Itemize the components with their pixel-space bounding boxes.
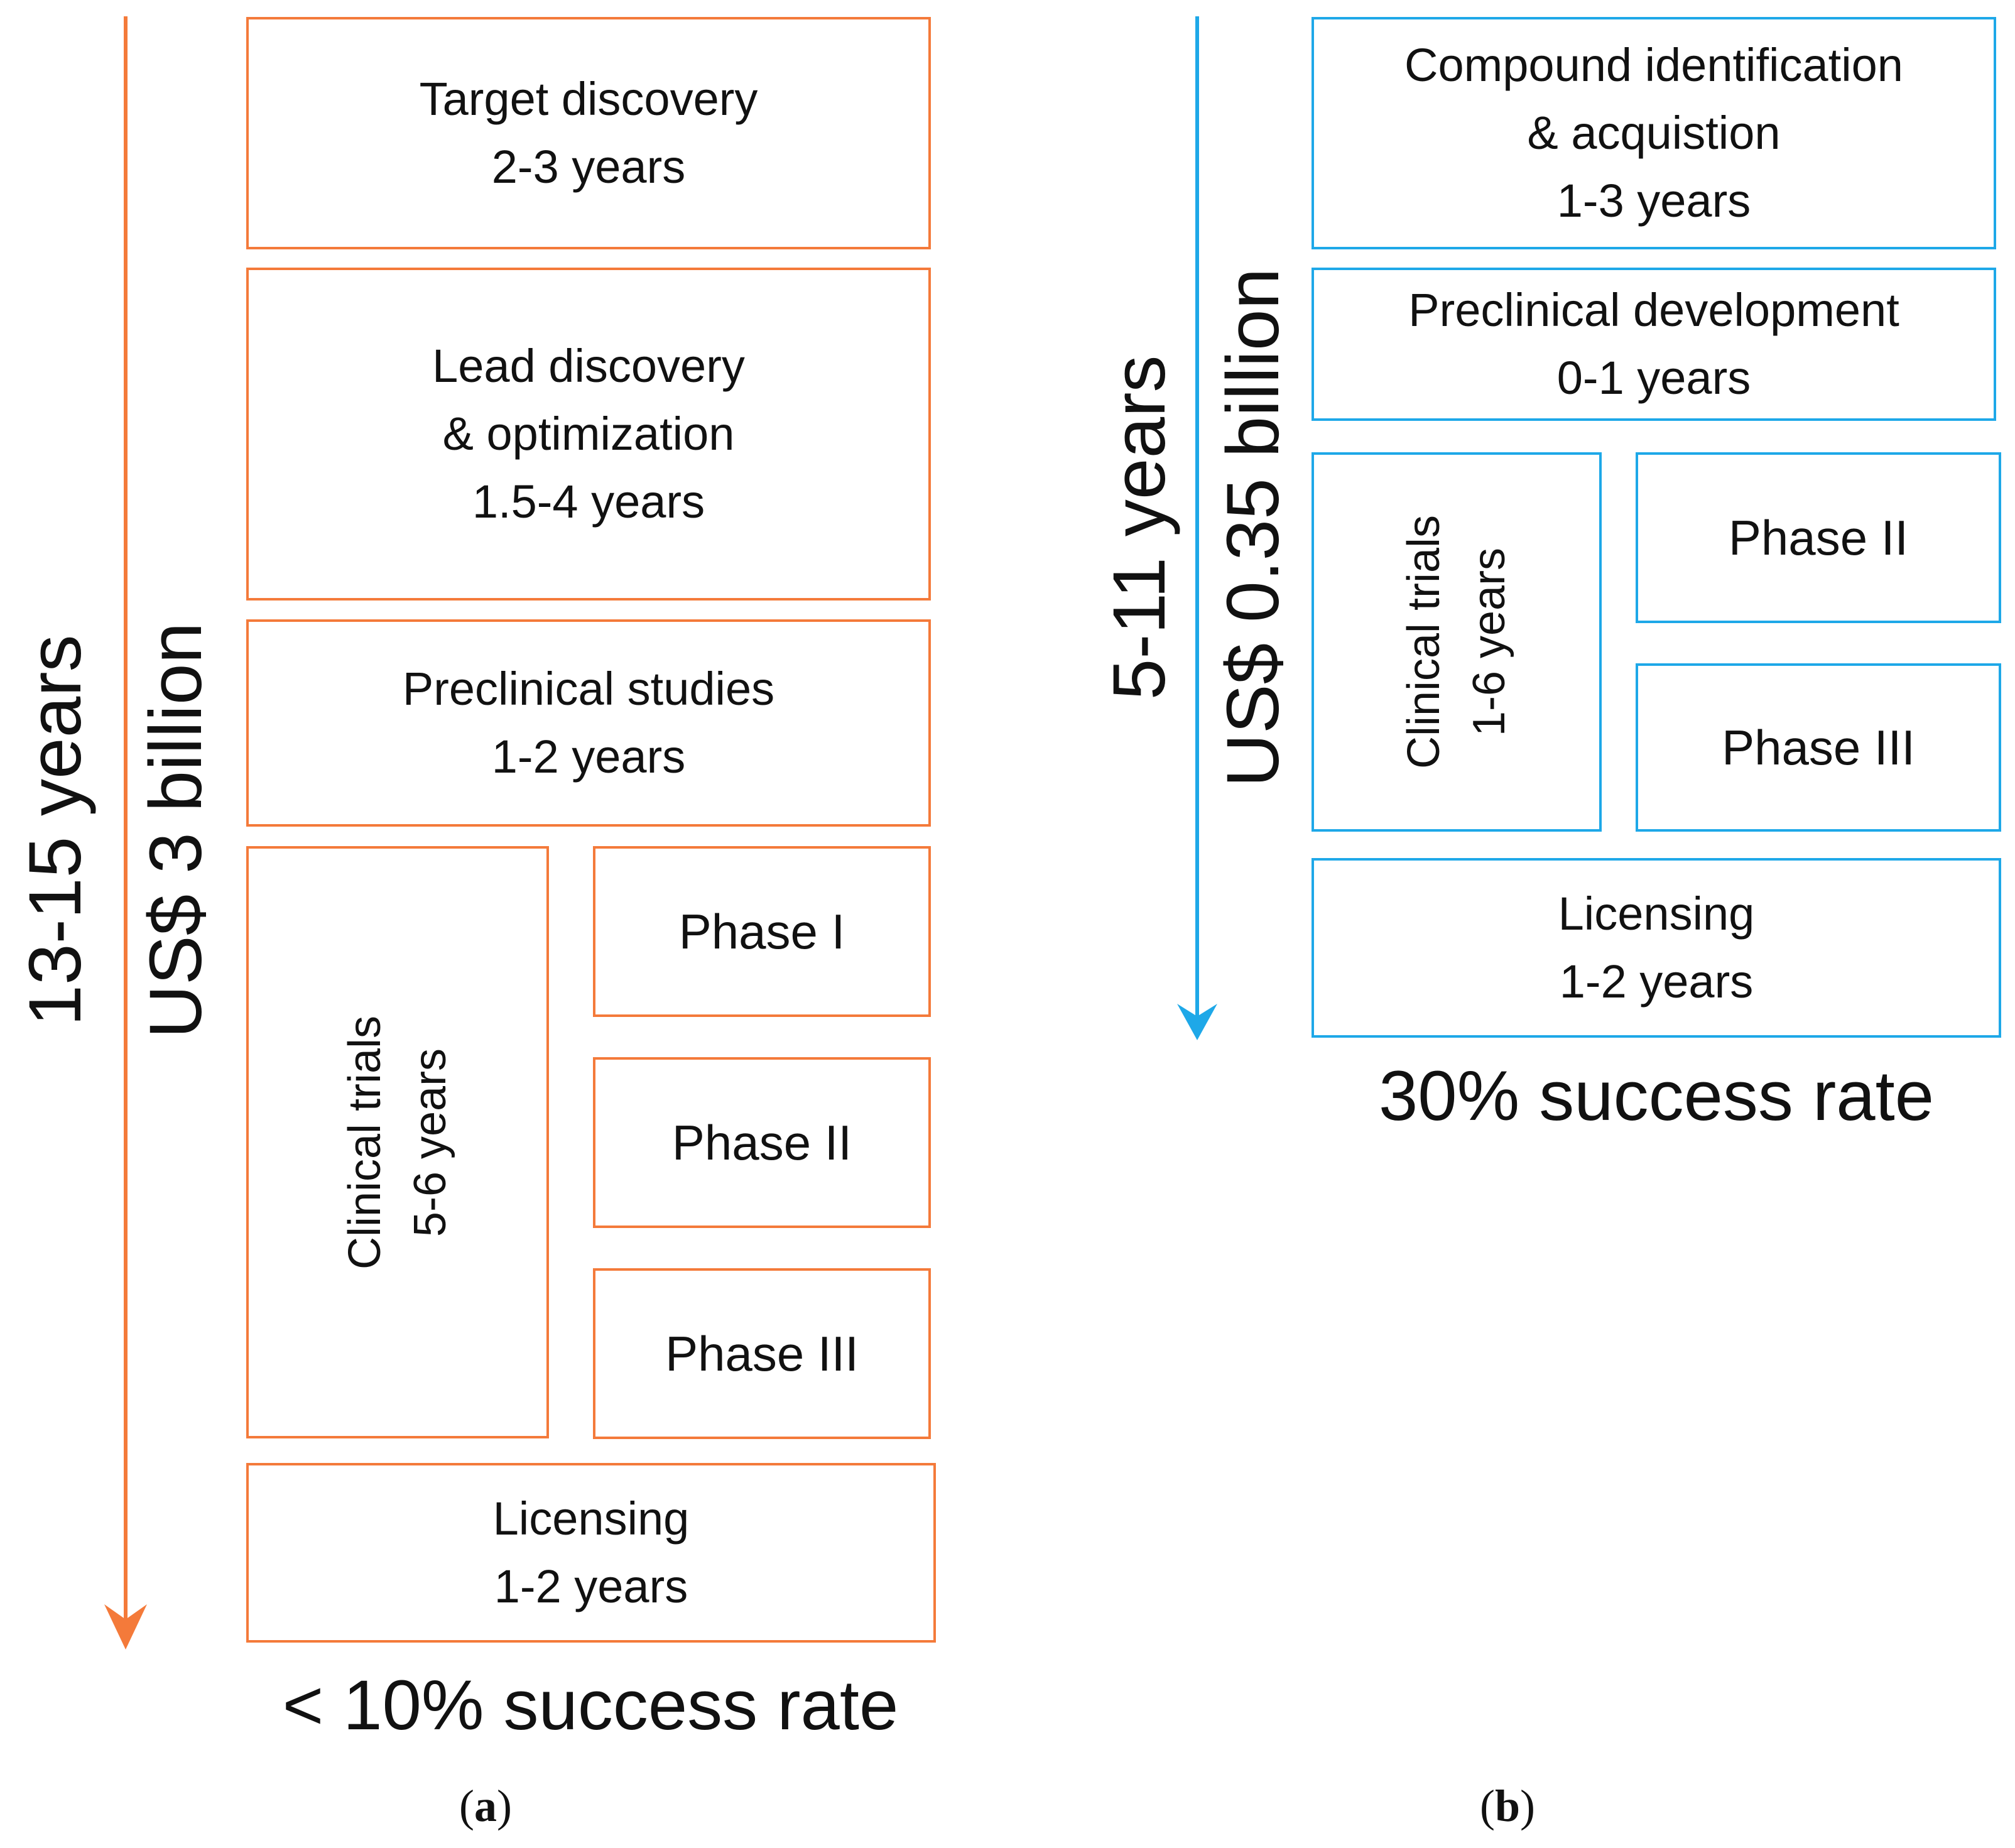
timeline-arrow-b xyxy=(1177,16,1217,1040)
phase-label: Phase II xyxy=(1728,509,1909,565)
step-title: Preclinical development xyxy=(1408,284,1899,336)
total-cost-a: US$ 3 billion xyxy=(134,622,217,1039)
phase-label: Phase III xyxy=(1722,719,1915,775)
step-title: Compound identification xyxy=(1404,39,1903,91)
step-duration: 5-6 years xyxy=(405,1048,455,1237)
phase-label: Phase I xyxy=(678,903,845,959)
step-duration: 1-2 years xyxy=(494,1560,688,1612)
step-duration: 1.5-4 years xyxy=(472,476,705,528)
step-title: Lead discovery xyxy=(432,340,745,392)
panel-label-b: (b) xyxy=(1480,1780,1535,1832)
total-cost-b: US$ 0.35 billion xyxy=(1212,268,1295,788)
paren-close: ) xyxy=(497,1781,512,1831)
phase-3-box-b: Phase III xyxy=(1636,663,2001,832)
phase-2-box-b: Phase II xyxy=(1636,452,2001,623)
phase-label: Phase II xyxy=(671,1114,852,1170)
step-duration: 0-1 years xyxy=(1556,352,1751,404)
paren-open: ( xyxy=(459,1781,474,1831)
target-discovery-box: Target discovery 2-3 years xyxy=(246,17,931,249)
success-rate-b: 30% success rate xyxy=(1379,1057,1934,1135)
step-title-line2: & optimization xyxy=(442,408,735,460)
preclinical-development-box: Preclinical development 0-1 years xyxy=(1312,268,1996,421)
step-title: Clinical trials xyxy=(340,1015,390,1269)
clinical-trials-rotated-text: Clinical trials 5-6 years xyxy=(332,1015,463,1269)
clinical-trials-box: Clinical trials 5-6 years xyxy=(246,846,549,1438)
total-duration-b: 5-11 years xyxy=(1098,355,1181,700)
paren-close: ) xyxy=(1520,1781,1536,1831)
step-title: Preclinical studies xyxy=(402,663,775,715)
clinical-trials-rotated-text: Clinical trials 1-6 years xyxy=(1391,515,1522,769)
phase-label: Phase III xyxy=(665,1325,859,1381)
paren-open: ( xyxy=(1479,1781,1495,1831)
step-title: Target discovery xyxy=(419,73,758,125)
licensing-box-b: Licensing 1-2 years xyxy=(1312,858,2001,1038)
step-title: Clinical trials xyxy=(1399,514,1449,769)
phase-1-box: Phase I xyxy=(593,846,931,1017)
preclinical-studies-box: Preclinical studies 1-2 years xyxy=(246,619,931,827)
panel-letter: a xyxy=(474,1781,497,1831)
phase-2-box: Phase II xyxy=(593,1057,931,1228)
timeline-arrow-a xyxy=(104,16,147,1650)
total-duration-a: 13-15 years xyxy=(14,634,97,1026)
step-duration: 2-3 years xyxy=(491,141,686,193)
lead-discovery-box: Lead discovery & optimization 1.5-4 year… xyxy=(246,268,931,601)
clinical-trials-box-b: Clinical trials 1-6 years xyxy=(1312,452,1602,832)
step-title: Licensing xyxy=(492,1492,690,1545)
compound-identification-box: Compound identification & acquistion 1-3… xyxy=(1312,17,1996,249)
licensing-box-a: Licensing 1-2 years xyxy=(246,1463,936,1643)
step-duration: 1-2 years xyxy=(491,731,686,783)
step-duration: 1-6 years xyxy=(1464,547,1514,737)
panel-letter: b xyxy=(1494,1781,1521,1831)
success-rate-a: < 10% success rate xyxy=(282,1666,899,1744)
panel-label-a: (a) xyxy=(459,1780,512,1832)
step-duration: 1-3 years xyxy=(1556,175,1751,227)
phase-3-box: Phase III xyxy=(593,1268,931,1439)
step-title-line2: & acquistion xyxy=(1527,107,1781,159)
step-duration: 1-2 years xyxy=(1559,955,1754,1008)
step-title: Licensing xyxy=(1558,888,1755,940)
